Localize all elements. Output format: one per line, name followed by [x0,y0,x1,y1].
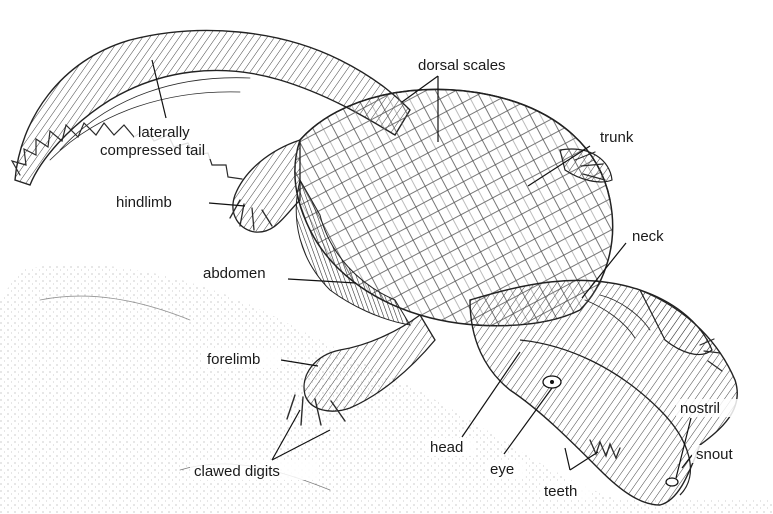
label-dorsal-scales: dorsal scales [418,57,506,74]
label-hindlimb: hindlimb [116,194,172,211]
label-head: head [430,439,463,456]
label-eye: eye [490,461,514,478]
label-compressed-tail: compressed tail [100,142,205,159]
label-teeth: teeth [544,483,577,500]
label-neck: neck [632,228,664,245]
label-clawed-digits: clawed digits [194,463,280,480]
label-trunk: trunk [600,129,634,146]
label-laterally: laterally [138,124,190,141]
hindlimb [230,140,300,232]
label-snout: snout [696,446,734,463]
label-abdomen: abdomen [203,265,266,282]
leader-teeth-1 [565,448,570,470]
label-nostril: nostril [680,400,720,417]
label-forelimb: forelimb [207,351,260,368]
